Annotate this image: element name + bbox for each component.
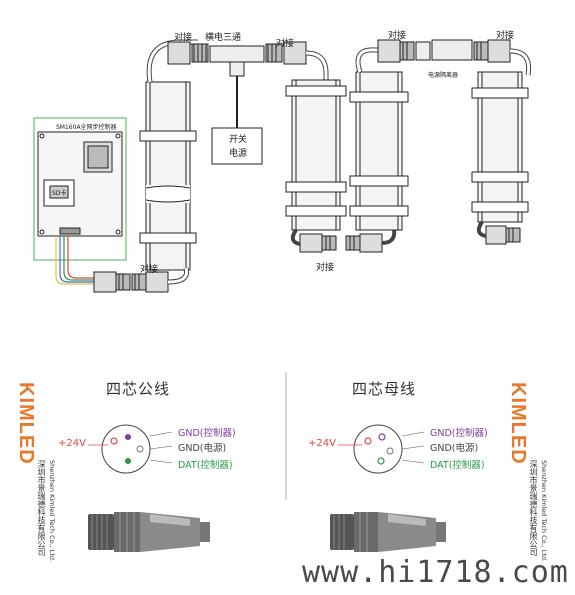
brand-chinese-right: 深圳市景瑞德科技有限公司	[529, 460, 538, 556]
female-connector-image	[330, 512, 446, 552]
brand-logo-left: KIMLED	[15, 382, 37, 465]
female-gnd-controller-label: GND(控制器)	[430, 428, 488, 439]
brand-english-right: Shenzhen Kimled Tech Co., Ltd.	[540, 460, 548, 563]
label-connect-5: 对接	[316, 263, 335, 273]
female-dat-label: DAT(控制器)	[430, 460, 485, 471]
tube-column-4	[471, 71, 529, 223]
label-connect-6: 对接	[140, 265, 159, 275]
male-plus24-label: +24V	[58, 438, 86, 449]
connector-top-left	[167, 41, 209, 65]
label-connect-3: 对接	[388, 31, 407, 41]
label-power-box-2: 电源	[229, 149, 248, 159]
label-end-block: 电源隔离器	[428, 72, 459, 79]
female-plus24-label: +24V	[308, 438, 336, 449]
female-cable-title: 四芯母线	[352, 380, 417, 398]
label-connect-4: 对接	[496, 31, 515, 41]
connector-bottom-middle	[299, 233, 383, 253]
label-power-box-1: 开关	[229, 135, 248, 145]
label-connect-2: 对接	[276, 39, 295, 49]
label-controller-title: SM160A全网步控制器	[56, 124, 117, 131]
male-dat-label: DAT(控制器)	[178, 460, 233, 471]
watermark: www.hi1718.com	[302, 555, 569, 590]
male-pin-face	[88, 424, 173, 474]
brand-chinese-left: 深圳市景瑞德科技有限公司	[37, 460, 46, 556]
male-gnd-power-label: GND(电源)	[178, 443, 227, 454]
connector-bottom-right	[485, 225, 521, 245]
connector-top-mid	[265, 41, 307, 65]
power-box	[211, 127, 263, 165]
male-gnd-controller-label: GND(控制器)	[178, 428, 236, 439]
tube-column-3	[349, 71, 409, 231]
label-sd-card: SD卡	[52, 190, 67, 197]
connector-bottom-left	[93, 271, 169, 293]
controller-panel	[33, 117, 127, 261]
male-cable-title: 四芯公线	[106, 380, 171, 398]
tee-junction	[209, 45, 265, 128]
label-connect-1: 对接	[174, 33, 193, 43]
female-gnd-power-label: GND(电源)	[430, 443, 479, 454]
brand-english-left: Shenzhen Kimled Tech Co., Ltd.	[48, 460, 56, 563]
label-tee: 横电三通	[205, 33, 242, 43]
male-connector-image	[88, 512, 210, 552]
female-pin-face	[338, 424, 425, 474]
brand-logo-right: KIMLED	[507, 382, 529, 465]
connector-top-right	[377, 39, 511, 63]
tube-column-1	[139, 81, 197, 271]
tube-column-2	[285, 79, 347, 231]
